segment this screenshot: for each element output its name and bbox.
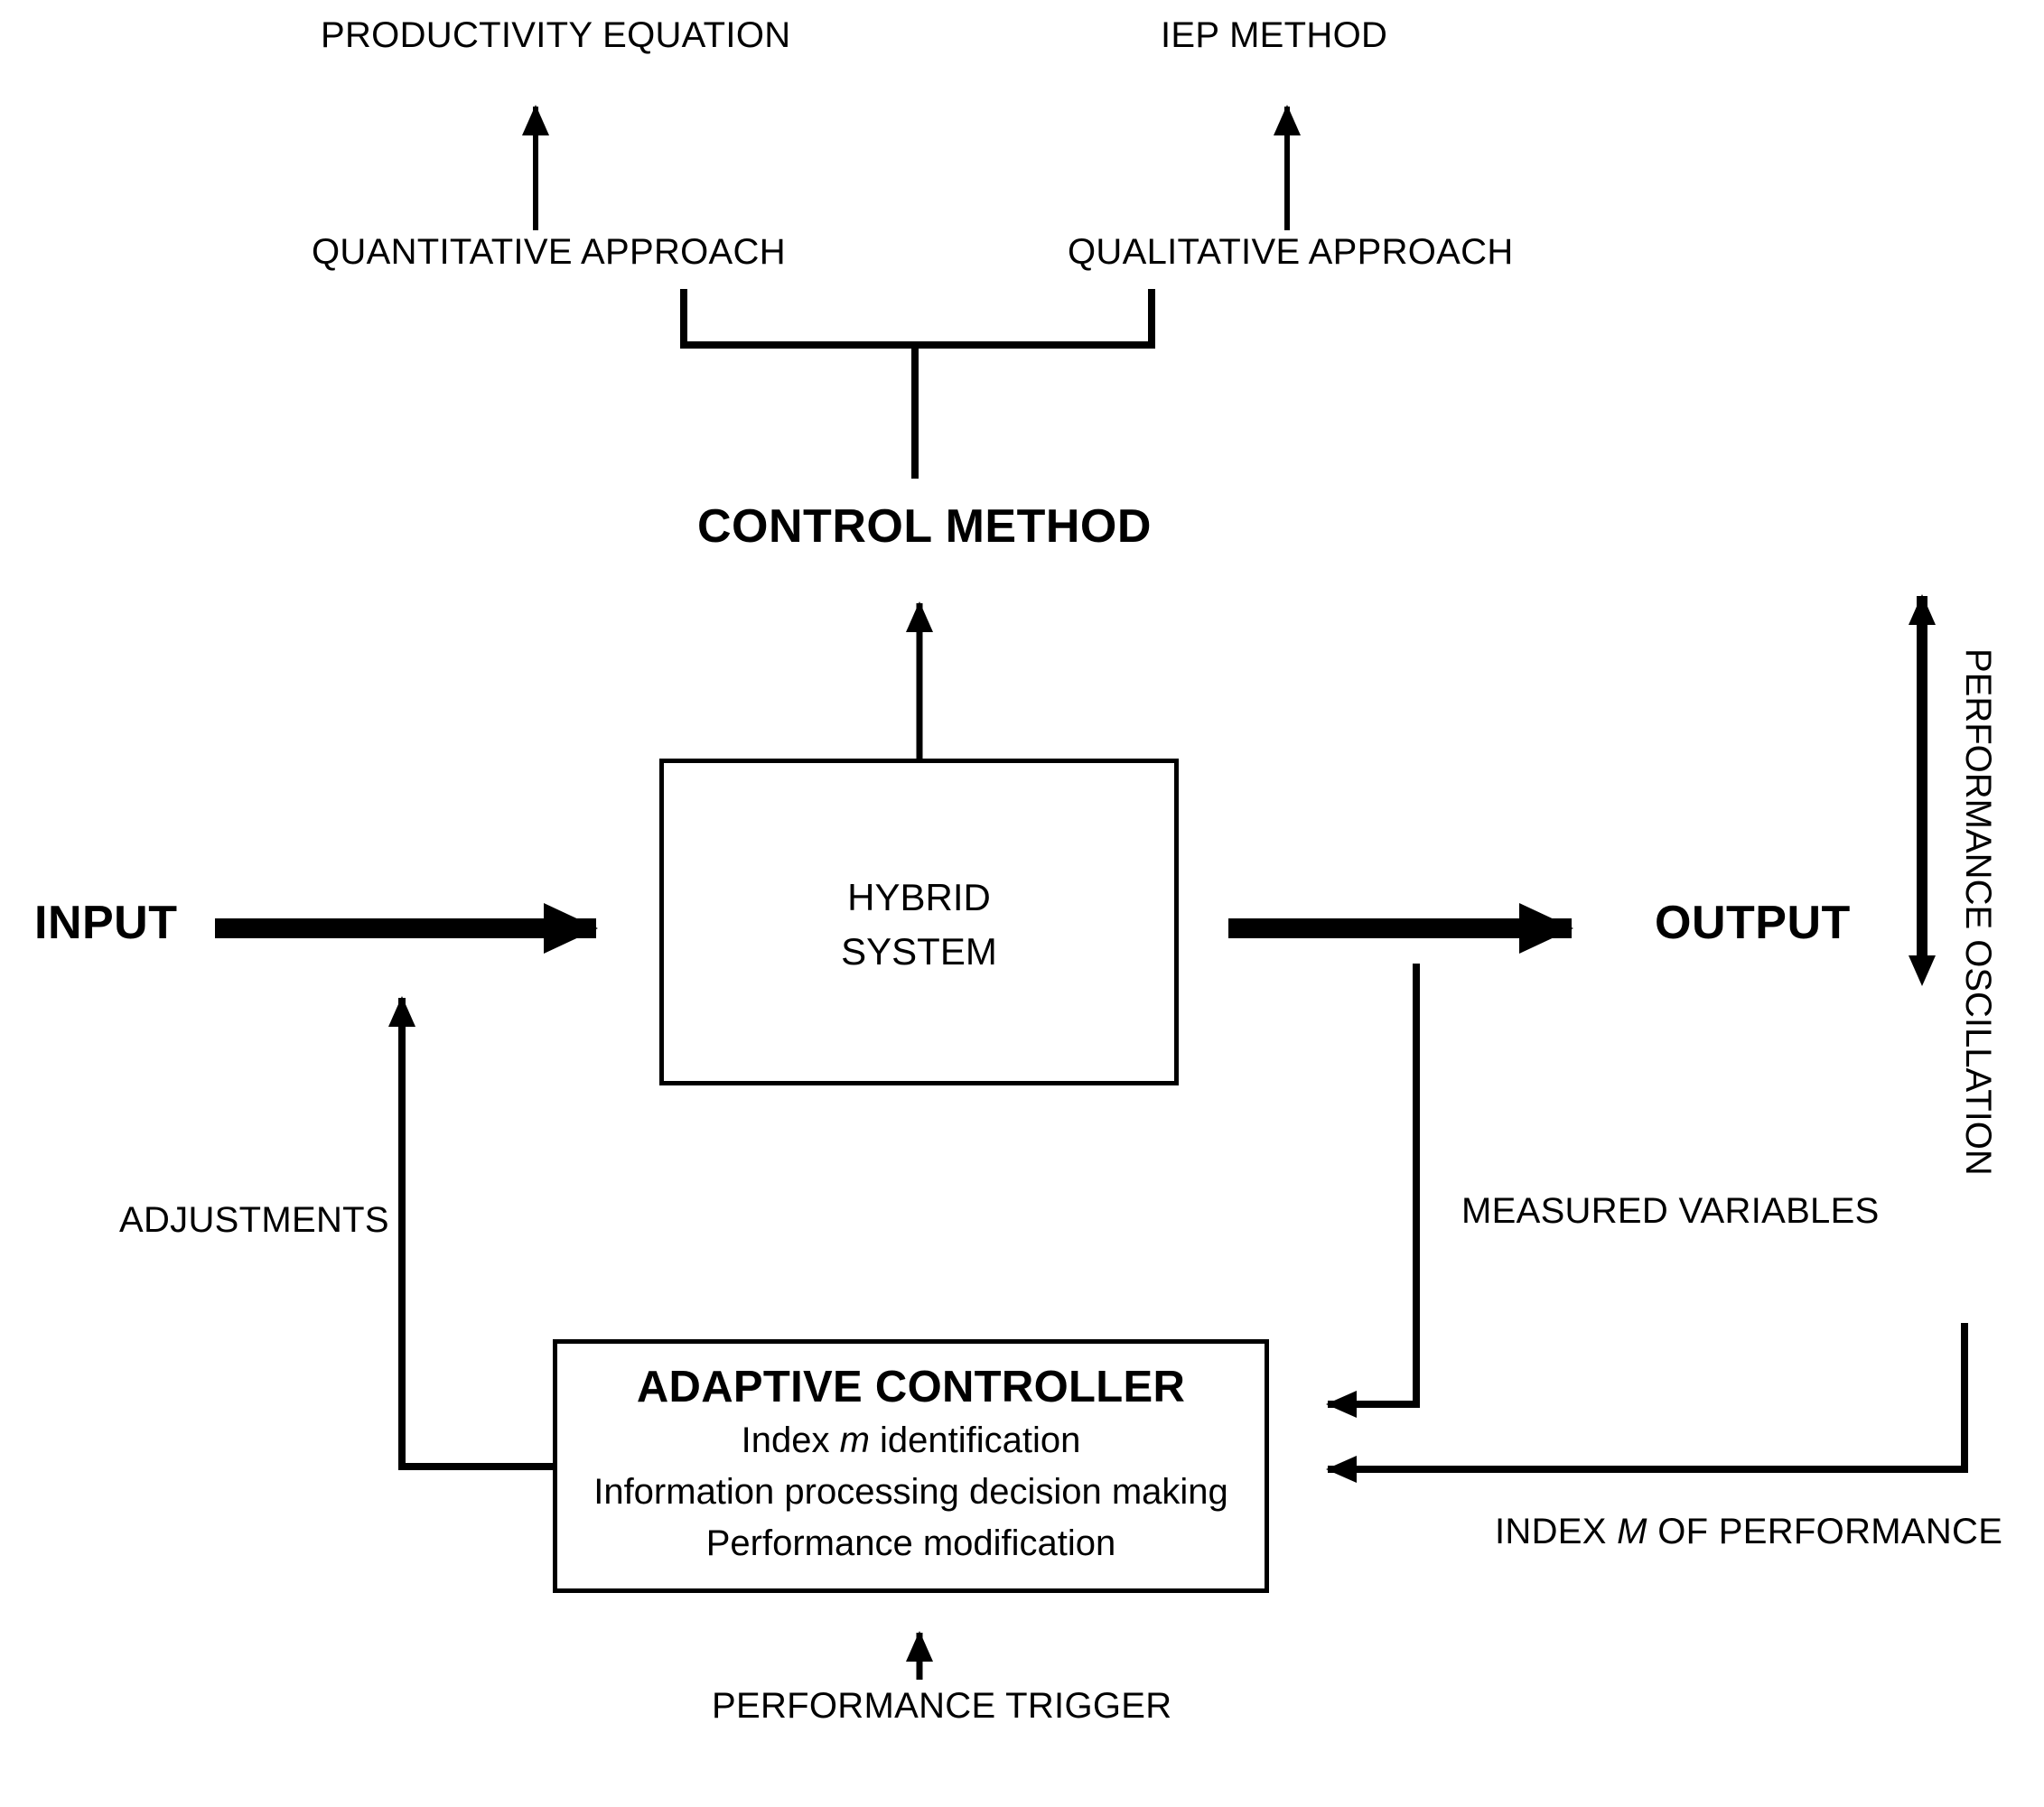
label-control-method: CONTROL METHOD [697, 500, 1152, 553]
adaptive-controller-item-2: Performance modification [705, 1523, 1116, 1563]
adaptive-controller-box: ADAPTIVE CONTROLLER Index m identificati… [553, 1339, 1269, 1593]
adaptive-controller-item-0: Index m identification [557, 1420, 1265, 1461]
label-performance-trigger: PERFORMANCE TRIGGER [712, 1686, 1172, 1726]
ac-item-0-post: identification [869, 1420, 1081, 1460]
label-output: OUTPUT [1655, 897, 1851, 949]
wire-index-of-performance [1326, 1323, 1968, 1483]
index-perf-post: OF PERFORMANCE [1647, 1512, 2003, 1551]
wire-measured-variables [1326, 964, 1420, 1418]
approach-bracket [680, 289, 1155, 479]
label-productivity-equation: PRODUCTIVITY EQUATION [321, 15, 791, 55]
label-index-of-performance: INDEX M OF PERFORMANCE [1495, 1513, 2002, 1551]
index-perf-pre: INDEX [1495, 1512, 1618, 1551]
adaptive-controller-item-1: Information processing decision making [593, 1472, 1228, 1512]
label-input: INPUT [34, 897, 178, 949]
ac-item-0-pre: Index [741, 1420, 840, 1460]
label-iep-method: IEP METHOD [1161, 15, 1388, 55]
label-quantitative-approach: QUANTITATIVE APPROACH [312, 232, 786, 272]
label-measured-variables: MEASURED VARIABLES [1461, 1191, 1880, 1231]
label-qualitative-approach: QUALITATIVE APPROACH [1068, 232, 1514, 272]
hybrid-system-box: HYBRID SYSTEM [659, 759, 1179, 1085]
index-perf-em: M [1617, 1512, 1647, 1551]
wire-adjustments [388, 996, 553, 1470]
adaptive-controller-title: ADAPTIVE CONTROLLER [636, 1363, 1186, 1411]
label-adjustments: ADJUSTMENTS [119, 1200, 389, 1240]
hybrid-system-line-1: HYBRID [847, 876, 991, 918]
ac-item-0-em: m [839, 1420, 870, 1460]
hybrid-system-line-2: SYSTEM [841, 930, 997, 973]
label-performance-oscillation: PERFORMANCE OSCILLATION [1958, 648, 1998, 1176]
